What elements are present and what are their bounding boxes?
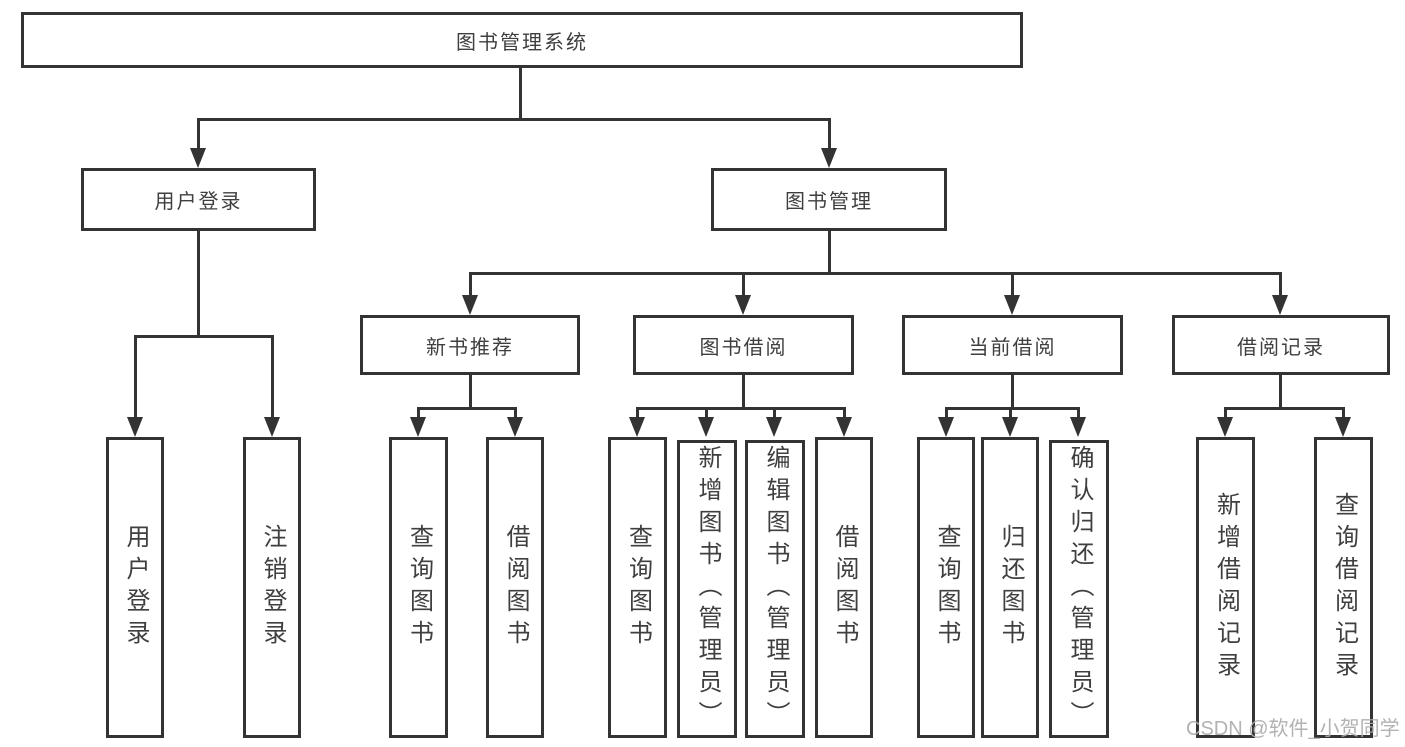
connector-drop-new-book-recommend [469,272,472,297]
connector-new-book-recommend-stem [469,375,472,410]
arrow-to-leaf-logout [264,417,280,437]
connector-drop-current-borrow [1011,272,1014,297]
node-root: 图书管理系统 [21,12,1023,68]
node-current-borrow: 当前借阅 [902,315,1123,375]
leaf-query-books-1: 查询图书 [389,437,448,738]
arrow-to-add-books [698,417,714,437]
node-book-borrow: 图书借阅 [633,315,854,375]
arrow-to-query-books-2 [629,417,645,437]
connector-borrow-records-split [1224,407,1345,410]
leaf-borrow-books-1-label: 借阅图书 [502,523,529,652]
leaf-logout: 注销登录 [243,437,301,738]
arrow-to-borrow-books-1 [507,417,523,437]
arrow-to-query-books-1 [410,417,426,437]
leaf-user-login-label: 用户登录 [122,523,149,652]
leaf-user-login: 用户登录 [106,437,164,738]
arrow-to-query-borrow-record [1335,417,1351,437]
connector-drop-edit-books [773,407,776,419]
leaf-add-books-admin: 新增图书（管理员） [677,440,737,738]
arrow-to-borrow-records [1272,295,1288,315]
connector-drop-add-borrow-record [1224,407,1227,419]
connector-user-login-split [134,335,274,338]
arrow-to-book-borrow [735,295,751,315]
connector-drop-add-books [705,407,708,419]
connector-drop-confirm-return [1077,407,1080,419]
connector-drop-query-books-1 [417,407,420,419]
arrow-to-leaf-user-login [127,417,143,437]
connector-drop-book-management [828,118,831,150]
leaf-query-books-2: 查询图书 [608,437,667,738]
leaf-query-books-1-label: 查询图书 [405,523,433,652]
connector-drop-query-borrow-record [1342,407,1345,419]
node-borrow-records: 借阅记录 [1172,315,1390,375]
leaf-borrow-books-2: 借阅图书 [815,437,873,738]
node-user-login: 用户登录 [81,168,316,231]
connector-drop-borrow-records [1279,272,1282,297]
leaf-return-books: 归还图书 [981,437,1039,738]
leaf-borrow-books-1: 借阅图书 [486,437,544,738]
leaf-add-borrow-record: 新增借阅记录 [1196,437,1255,738]
leaf-query-books-3-label: 查询图书 [933,523,960,652]
connector-drop-borrow-books-1 [514,407,517,419]
leaf-confirm-return-admin: 确认归还（管理员） [1049,440,1109,738]
leaf-query-books-2-label: 查询图书 [624,523,652,652]
connector-new-book-recommend-split [417,407,517,410]
arrow-to-user-login [190,148,206,168]
leaf-borrow-books-2-label: 借阅图书 [831,523,858,652]
connector-drop-leaf-logout [271,335,274,419]
node-new-book-recommend: 新书推荐 [360,315,580,375]
connector-user-login-stem [197,231,200,337]
arrow-to-current-borrow [1004,295,1020,315]
connector-drop-user-login [197,118,200,150]
leaf-edit-books-admin: 编辑图书（管理员） [745,440,805,738]
connector-root-stem [519,68,522,121]
connector-borrow-records-stem [1279,375,1282,410]
arrow-to-book-management [821,148,837,168]
leaf-edit-books-admin-label: 编辑图书（管理员） [762,445,789,733]
leaf-add-borrow-record-label: 新增借阅记录 [1212,491,1240,684]
arrow-to-edit-books [766,417,782,437]
connector-book-management-split [469,272,1282,275]
leaf-add-books-admin-label: 新增图书（管理员） [694,445,721,733]
leaf-query-borrow-record-label: 查询借阅记录 [1330,491,1358,684]
connector-book-borrow-stem [742,375,745,410]
csdn-watermark: CSDN @软件_小贺同学 [1186,718,1400,740]
connector-root-split [197,118,831,121]
arrow-to-confirm-return [1070,417,1086,437]
node-book-management: 图书管理 [711,168,947,231]
leaf-return-books-label: 归还图书 [997,523,1024,652]
connector-drop-query-books-3 [945,407,948,419]
leaf-logout-label: 注销登录 [259,523,286,652]
arrow-to-add-borrow-record [1217,417,1233,437]
arrow-to-new-book-recommend [462,295,478,315]
connector-drop-return-books [1009,407,1012,419]
connector-book-borrow-split [636,407,846,410]
connector-drop-book-borrow [742,272,745,297]
leaf-confirm-return-admin-label: 确认归还（管理员） [1066,445,1093,733]
arrow-to-query-books-3 [938,417,954,437]
leaf-query-borrow-record: 查询借阅记录 [1314,437,1373,738]
arrow-to-borrow-books-2 [836,417,852,437]
connector-current-borrow-stem [1011,375,1014,410]
connector-current-borrow-split [945,407,1080,410]
arrow-to-return-books [1002,417,1018,437]
leaf-query-books-3: 查询图书 [917,437,975,738]
connector-book-management-stem [828,231,831,275]
connector-drop-leaf-user-login [134,335,137,419]
connector-drop-borrow-books-2 [843,407,846,419]
connector-drop-query-books-2 [636,407,639,419]
